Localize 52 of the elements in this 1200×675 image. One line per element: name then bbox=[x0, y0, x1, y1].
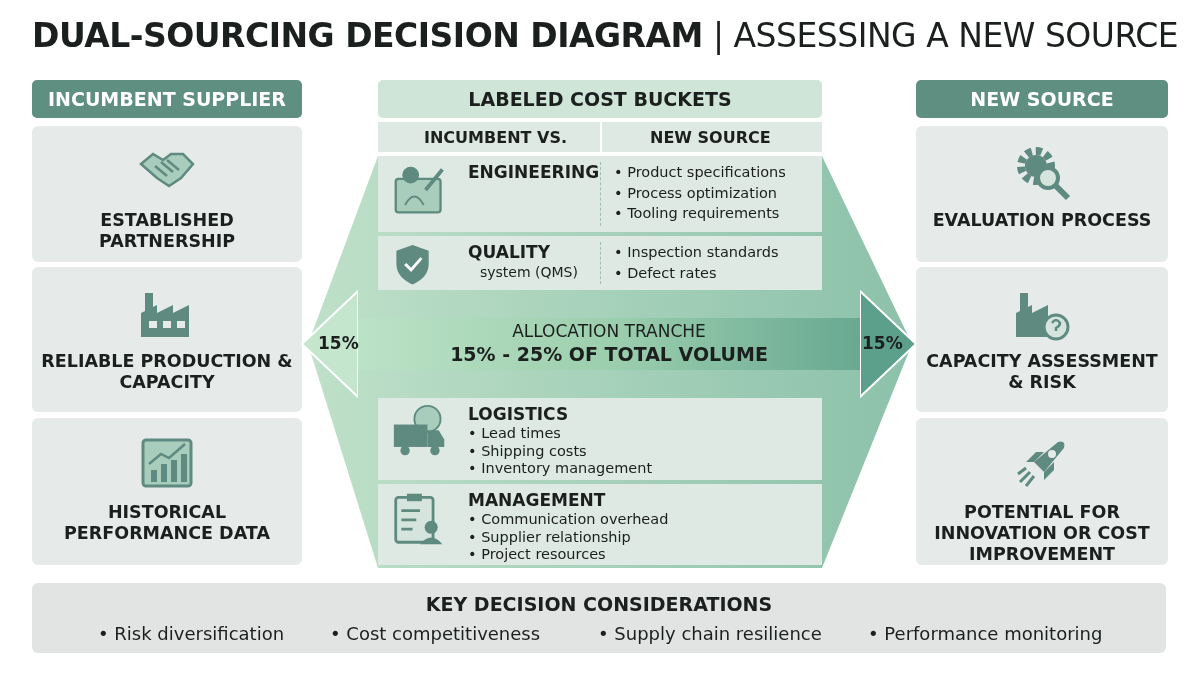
header-text: INCUMBENT SUPPLIER bbox=[48, 88, 286, 110]
bullet-item: • Project resources bbox=[468, 545, 606, 563]
title: DUAL-SOURCING DECISION DIAGRAM | ASSESSING A NEW SOURCE bbox=[32, 16, 1179, 55]
bullet-item: • Shipping costs bbox=[468, 441, 587, 460]
bullet-item: • Supplier relationship bbox=[468, 527, 631, 546]
bullet-item: • Product specifications bbox=[614, 163, 786, 182]
card bbox=[916, 418, 1168, 565]
double-arrow bbox=[301, 290, 917, 398]
card-caption: POTENTIAL FOR INNOVATION OR COST IMPROVEMENT bbox=[933, 502, 1151, 565]
cost-bucket-row bbox=[378, 156, 822, 232]
card-caption: CAPACITY ASSESSMENT & RISK bbox=[925, 351, 1159, 393]
card-caption: ESTABLISHED PARTNERSHIP bbox=[97, 210, 237, 252]
panel-heading: KEY DECISION CONSIDERATIONS bbox=[424, 593, 774, 615]
bucket-heading: LOGISTICS bbox=[468, 404, 569, 424]
bucket-heading: ENGINEERING bbox=[468, 162, 600, 182]
header-text: LABELED COST BUCKETS bbox=[468, 88, 732, 110]
header-band bbox=[378, 80, 822, 118]
bullet-item: • Communication overhead bbox=[468, 510, 669, 528]
bullet-item: • Inventory management bbox=[468, 459, 653, 477]
card bbox=[916, 126, 1168, 262]
cost-bucket-row bbox=[378, 484, 822, 565]
bullet-item: • Risk diversification bbox=[98, 623, 285, 644]
card-caption: HISTORICAL PERFORMANCE DATA bbox=[63, 502, 271, 544]
cost-bucket-row bbox=[378, 236, 822, 290]
considerations-panel bbox=[32, 583, 1166, 653]
bullet-item: • Inspection standards bbox=[614, 243, 779, 262]
bullet-item: • Process optimization bbox=[614, 183, 777, 203]
cost-bucket-row bbox=[378, 398, 822, 480]
bucket-heading: QUALITY bbox=[468, 242, 550, 262]
card-caption: EVALUATION PROCESS bbox=[931, 210, 1153, 231]
bullet-item: • Cost competitiveness bbox=[330, 623, 541, 644]
bullet-item: • Performance monitoring bbox=[868, 623, 1103, 644]
column-header: INCUMBENT VS. bbox=[424, 128, 567, 147]
card bbox=[32, 267, 302, 412]
edge-label: ALLOCATION TRANCHE 15% - 25% OF TOTAL VOLUME bbox=[450, 320, 768, 367]
table-header-row bbox=[378, 122, 822, 152]
bullet-item: • Supply chain resilience bbox=[598, 623, 822, 644]
percent-label: 15% bbox=[318, 333, 359, 353]
card bbox=[32, 126, 302, 262]
header-band bbox=[32, 80, 302, 118]
percent-label: 15% bbox=[862, 333, 903, 353]
card-caption: RELIABLE PRODUCTION & CAPACITY bbox=[40, 351, 294, 393]
bucket-heading: MANAGEMENT bbox=[468, 490, 606, 510]
column-header: NEW SOURCE bbox=[650, 128, 771, 147]
bucket-subheading: system (QMS) bbox=[480, 264, 578, 280]
header-text: NEW SOURCE bbox=[970, 88, 1114, 110]
header-band bbox=[916, 80, 1168, 118]
card bbox=[32, 418, 302, 565]
bullet-item: • Defect rates bbox=[614, 263, 717, 283]
card bbox=[916, 267, 1168, 412]
bullet-item: • Tooling requirements bbox=[614, 204, 780, 223]
bullet-item: • Lead times bbox=[468, 424, 561, 442]
